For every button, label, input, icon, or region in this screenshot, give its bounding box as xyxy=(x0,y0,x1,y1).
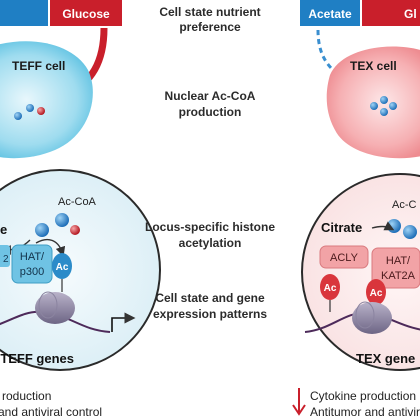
left-nucleosome xyxy=(35,292,75,324)
hat-line2: p300 xyxy=(20,266,44,278)
acoa-ball xyxy=(70,225,80,235)
right-ac-badge-left xyxy=(320,274,340,300)
acoa-ball xyxy=(403,225,417,239)
citrate-arrow xyxy=(371,221,395,231)
left-outcome-1: roduction xyxy=(2,389,51,403)
teff-cell xyxy=(0,41,93,159)
center-labels: Cell state nutrient preference Nuclear A… xyxy=(145,5,275,321)
right-partial-nutrient-label: Gl xyxy=(404,7,417,21)
teff-cell-label: TEFF cell xyxy=(12,59,65,73)
right-nucleosome xyxy=(352,302,392,334)
acoa-ball xyxy=(55,213,69,227)
acoa-dot xyxy=(37,107,45,115)
tex-cell-label: TEX cell xyxy=(350,59,397,73)
left-blue-nutrient-bar xyxy=(0,0,48,26)
left-panel: Glucose TEFF cell Ac-CoA e 2 HAT/ p300 A… xyxy=(0,0,161,419)
nucleosome-ridge xyxy=(38,291,58,319)
teff-nucleus xyxy=(0,169,161,371)
row1-line1: Cell state nutrient xyxy=(159,5,260,19)
acly-label: ACLY xyxy=(330,252,359,264)
left-ac-badge xyxy=(52,253,72,279)
hat-p300-box xyxy=(11,244,53,284)
row4-line2: expression patterns xyxy=(153,307,267,321)
right-outcome-2: Antitumor and antivir xyxy=(310,405,420,419)
acetate-bar xyxy=(300,0,360,26)
acoa-dot xyxy=(370,102,378,110)
right-ac-badge-left-text: Ac xyxy=(324,283,337,294)
right-outcome-1: Cytokine production xyxy=(310,389,416,403)
hat-line1: HAT/ xyxy=(20,251,45,263)
glucose-bar xyxy=(50,0,122,26)
acoa-ball xyxy=(35,223,49,237)
acoa-dot xyxy=(389,102,397,110)
citrate-label: Citrate xyxy=(321,220,362,235)
right-red-nutrient-bar xyxy=(362,0,420,26)
acoa-ball xyxy=(387,219,401,233)
left-ac-badge-text: Ac xyxy=(56,262,69,273)
nucleosome-ridge xyxy=(355,301,375,329)
left-outcome-2: and antiviral control xyxy=(0,405,102,419)
hat-kat2a-line2: KAT2A xyxy=(381,270,416,282)
right-panel: Acetate Gl TEX cell Ac-C Citrate ACLY HA… xyxy=(292,0,420,419)
row3-line1: Locus-specific histone xyxy=(145,220,275,234)
acetate-label: Acetate xyxy=(308,7,352,21)
right-ac-badge-right xyxy=(366,279,386,305)
left-fragment-label: e xyxy=(0,222,7,237)
acoa-dot xyxy=(380,108,388,116)
acoa-dot xyxy=(26,104,34,112)
row1-line2: preference xyxy=(179,20,241,34)
hat-kat2a-line1: HAT/ xyxy=(386,255,411,267)
row2-line2: production xyxy=(179,105,242,119)
right-ac-badge-right-text: Ac xyxy=(370,288,383,299)
left-acoa-label: Ac-CoA xyxy=(58,196,97,208)
glucose-label: Glucose xyxy=(62,7,110,21)
row3-line2: acetylation xyxy=(179,236,242,250)
promoter-arrow xyxy=(111,312,136,332)
hat-arrow xyxy=(35,238,66,257)
tex-genes-label: TEX gene xyxy=(356,351,415,366)
acoa-dot xyxy=(380,96,388,104)
left-enzyme-fragment xyxy=(0,245,10,267)
down-arrow-icon xyxy=(292,388,306,416)
row2-line1: Nuclear Ac-CoA xyxy=(165,89,256,103)
left-fragment-number: 2 xyxy=(3,254,9,265)
acoa-dot xyxy=(14,112,22,120)
row4-line1: Cell state and gene xyxy=(155,291,265,305)
hat-kat2a-box xyxy=(371,247,420,289)
teff-genes-label: TEFF genes xyxy=(0,351,74,366)
acly-box xyxy=(319,245,369,269)
right-acoa-label: Ac-C xyxy=(392,199,417,211)
